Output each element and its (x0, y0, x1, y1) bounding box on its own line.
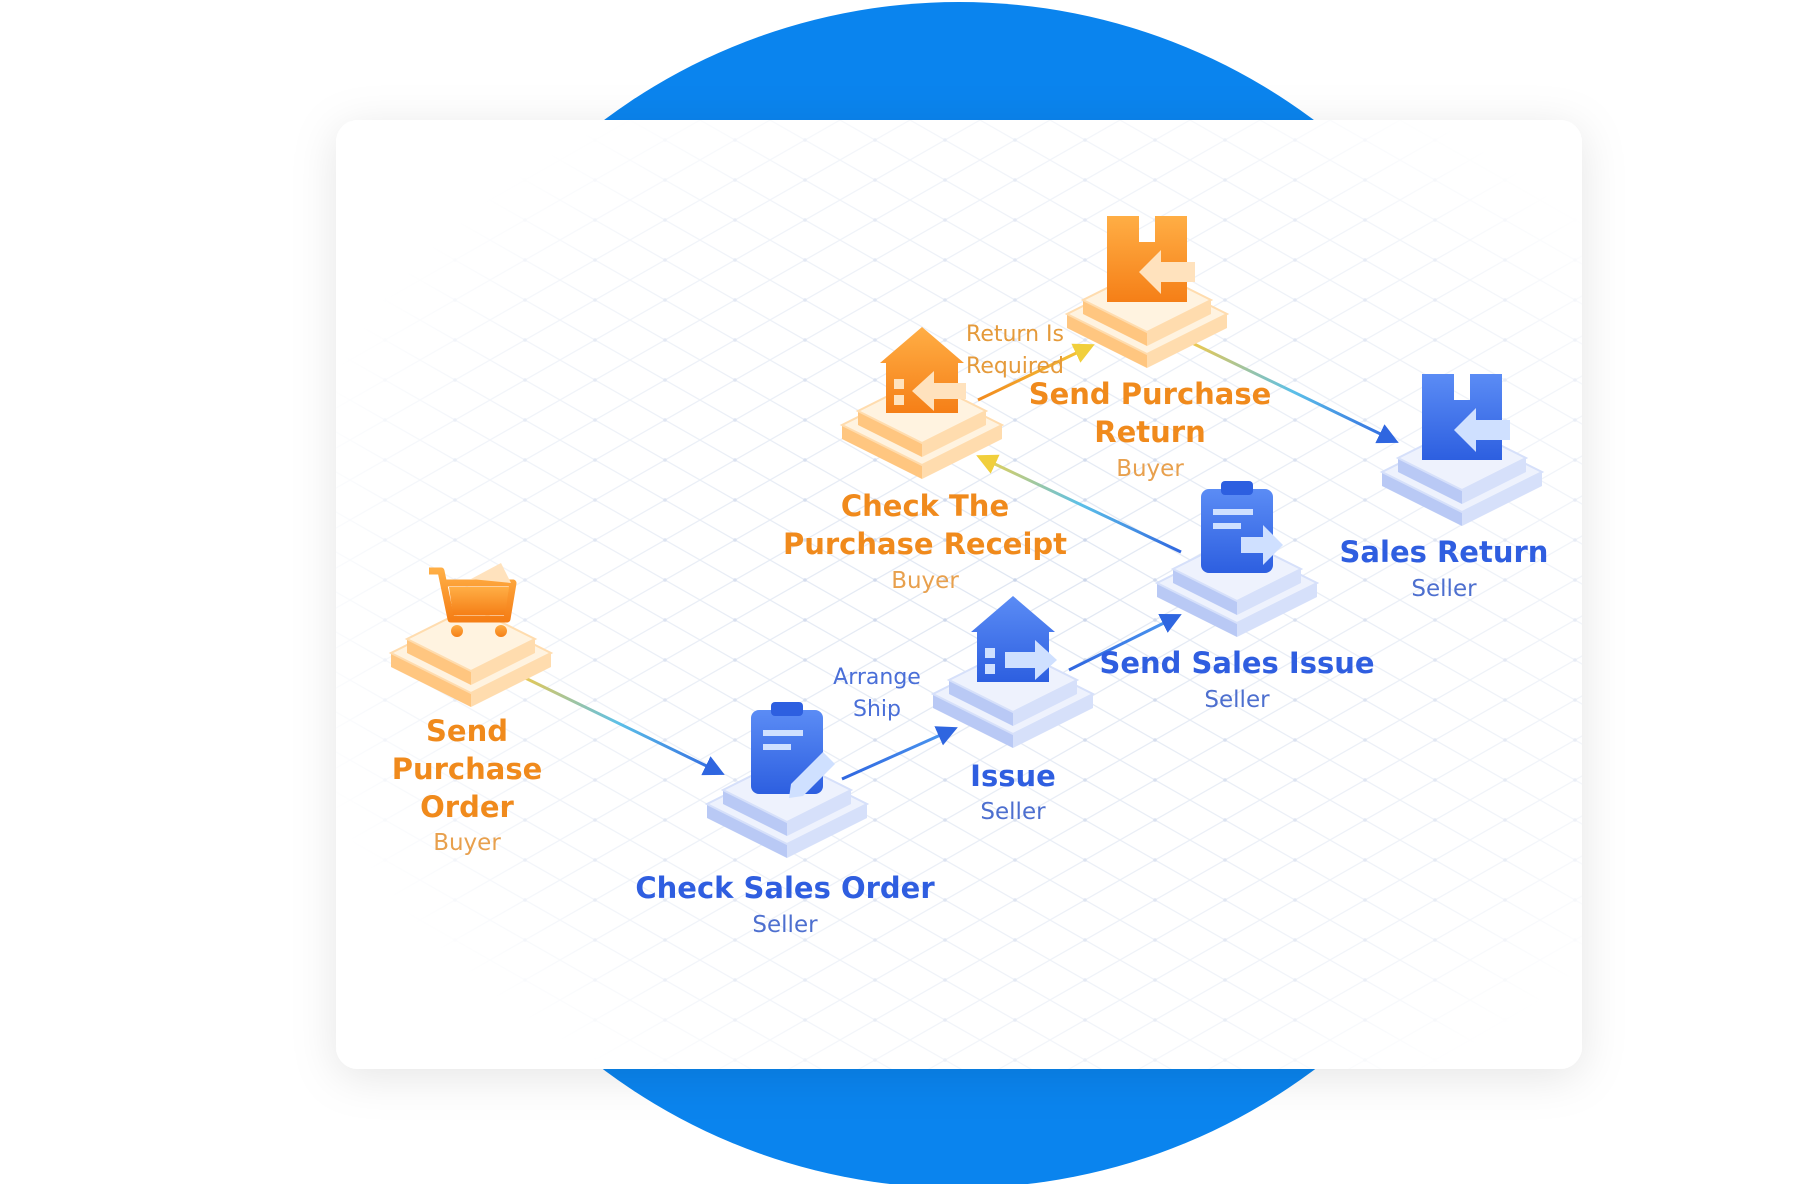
node-title: Send Purchase (1029, 377, 1272, 411)
warehouse-in-icon (880, 327, 966, 413)
node-title: Sales Return (1340, 535, 1549, 569)
edge-return-to-sales-return (1189, 340, 1399, 444)
node-title: Purchase Receipt (783, 527, 1067, 561)
node-title: Purchase (392, 752, 543, 786)
diagram-card (336, 120, 1582, 1069)
node-role: Buyer (891, 568, 959, 594)
edge-label-line: Return Is (966, 322, 1064, 347)
warehouse-out-icon (971, 596, 1057, 682)
node-title: Check The (841, 489, 1009, 523)
node-role: Seller (1204, 687, 1270, 713)
edge-check-to-issue (841, 726, 958, 781)
edge-receipt-to-return (977, 343, 1095, 402)
edge-label-line: Ship (853, 697, 901, 722)
node-role: Seller (980, 799, 1046, 825)
flow-edges (516, 340, 1399, 781)
cart-icon (429, 563, 517, 637)
edge-issue-to-send (1068, 614, 1182, 672)
node-title: Send Sales Issue (1099, 646, 1374, 680)
node-title: Send (426, 714, 508, 748)
box-return-icon (1107, 216, 1195, 302)
edge-label-line: Arrange (833, 665, 921, 690)
clipboard-edit-icon (751, 702, 835, 798)
edge-label-return-required: Return Is Required (966, 322, 1064, 379)
node-role: Seller (752, 912, 818, 938)
clipboard-send-icon (1201, 481, 1283, 573)
node-title: Check Sales Order (635, 871, 935, 905)
node-title: Order (420, 790, 514, 824)
edge-send-to-receipt (976, 454, 1182, 554)
node-role: Buyer (1116, 456, 1184, 482)
edge-label-line: Required (966, 354, 1064, 379)
node-role: Buyer (433, 830, 501, 856)
platform (1154, 535, 1320, 637)
box-return-icon (1422, 374, 1510, 460)
node-title: Issue (970, 759, 1056, 793)
edge-order-to-check (516, 672, 725, 776)
platform (388, 605, 554, 707)
node-title: Return (1094, 415, 1205, 449)
node-role: Seller (1411, 576, 1477, 602)
edge-label-arrange-ship: Arrange Ship (833, 665, 921, 722)
